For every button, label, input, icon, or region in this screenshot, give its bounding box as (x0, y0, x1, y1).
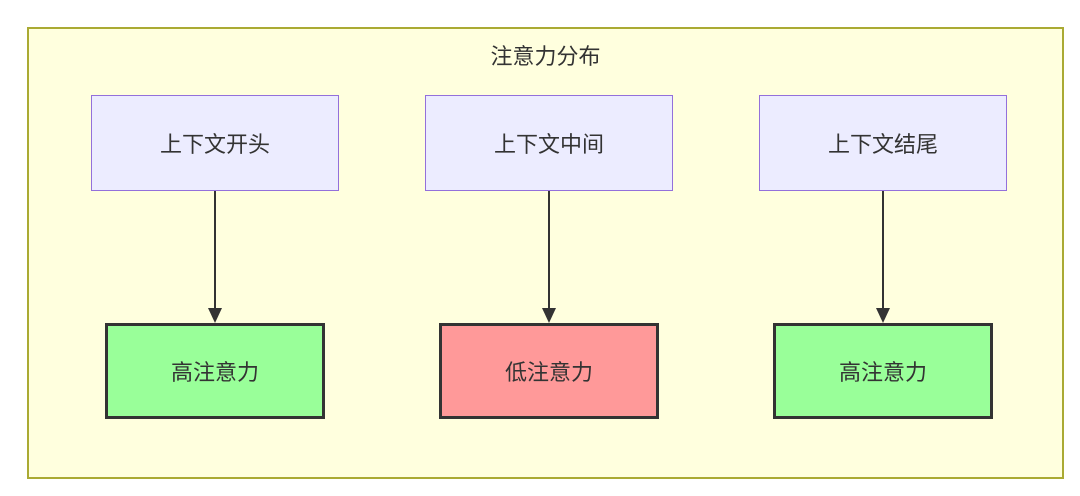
source-node-label: 上下文中间 (493, 132, 604, 157)
down-arrow (876, 191, 890, 323)
arrow-shaft (214, 191, 216, 308)
down-arrow (542, 191, 556, 323)
source-node-label: 上下文开头 (159, 132, 270, 157)
source-node-context-middle: 上下文中间 (425, 95, 673, 191)
arrowhead-down-icon (542, 308, 556, 323)
target-node-high-attention: 高注意力 (105, 323, 325, 419)
arrowhead-down-icon (876, 308, 890, 323)
target-node-label: 高注意力 (170, 360, 259, 385)
source-node-context-beginning: 上下文开头 (91, 95, 339, 191)
attention-distribution-diagram: 注意力分布 上下文开头 高注意力 上下文中间 低注意力 (27, 27, 1064, 479)
arrow-shaft (882, 191, 884, 308)
target-node-high-attention: 高注意力 (773, 323, 993, 419)
arrowhead-down-icon (208, 308, 222, 323)
target-node-low-attention: 低注意力 (439, 323, 659, 419)
source-node-label: 上下文结尾 (827, 132, 938, 157)
target-node-label: 低注意力 (504, 360, 593, 385)
source-node-context-end: 上下文结尾 (759, 95, 1007, 191)
arrow-shaft (548, 191, 550, 308)
target-node-label: 高注意力 (838, 360, 927, 385)
diagram-title: 注意力分布 (490, 44, 601, 69)
down-arrow (208, 191, 222, 323)
